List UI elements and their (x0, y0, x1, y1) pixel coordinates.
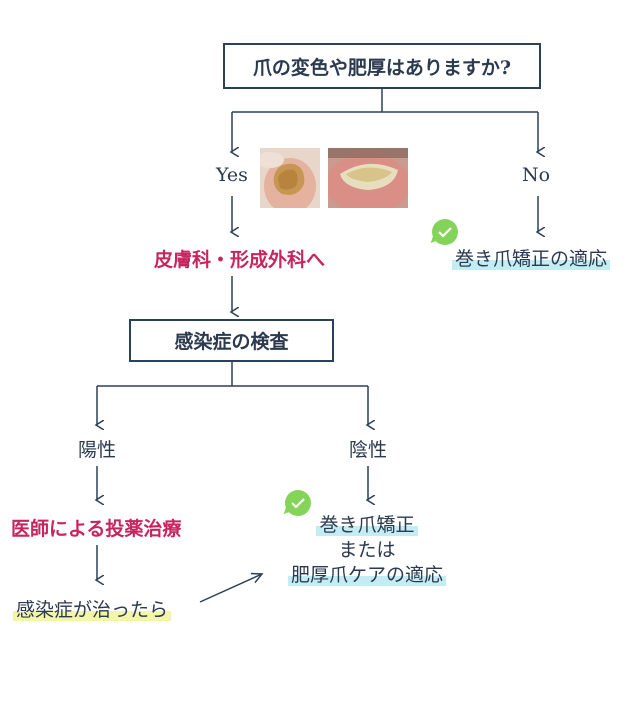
negative-result-line1: 巻き爪矯正 (316, 514, 418, 536)
cured-label: 感染症が治ったら (13, 595, 172, 622)
infection-test-box: 感染症の検査 (129, 319, 334, 362)
no-result: 巻き爪矯正の適応 (452, 244, 611, 271)
negative-label: 陰性 (349, 439, 388, 461)
yes-label: Yes (216, 164, 248, 186)
negative-result-line2: または (338, 539, 396, 561)
dermatology-referral: 皮膚科・形成外科へ (154, 249, 326, 271)
toenail-photo-1 (260, 148, 320, 208)
question-box: 爪の変色や肥厚はありますか? (223, 43, 541, 89)
check-badge-icon (432, 219, 458, 245)
question-text: 爪の変色や肥厚はありますか? (252, 56, 512, 79)
no-label: No (522, 164, 551, 186)
medication-treatment: 医師による投薬治療 (11, 518, 182, 540)
negative-result-line3: 肥厚爪ケアの適応 (287, 564, 446, 586)
no-result-text: 巻き爪矯正の適応 (452, 248, 611, 270)
positive-label: 陽性 (78, 439, 117, 461)
negative-result: 巻き爪矯正 または 肥厚爪ケアの適応 (272, 513, 462, 588)
toenail-photo-2 (328, 148, 408, 208)
infection-test-text: 感染症の検査 (174, 331, 289, 353)
check-badge-icon-2 (285, 490, 311, 516)
cured-text: 感染症が治ったら (13, 599, 172, 621)
